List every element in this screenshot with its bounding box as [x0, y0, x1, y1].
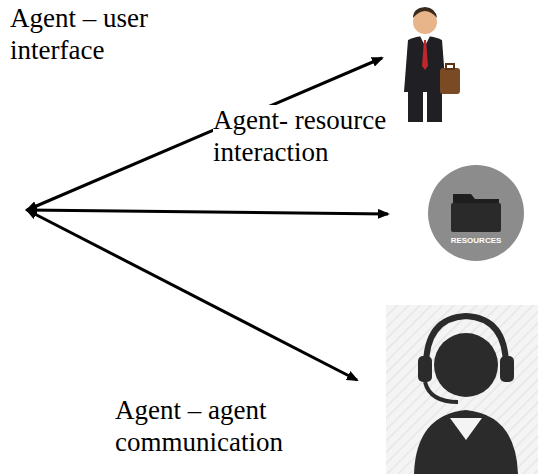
- double-arrow: [27, 210, 357, 380]
- connection-label: Agent- resource interaction: [213, 104, 418, 168]
- double-arrow: [27, 210, 388, 214]
- icon-panel: [386, 305, 538, 474]
- label-text: Agent – user interface: [10, 3, 148, 65]
- arrows: [27, 58, 388, 380]
- connection-label: Agent – agent communication: [115, 394, 325, 458]
- connection-label: Agent – user interface: [10, 2, 185, 66]
- resources-icon: RESOURCES: [427, 164, 525, 262]
- businessman-icon: [404, 7, 460, 122]
- icon-circle: [427, 164, 525, 262]
- label-text: Agent – agent communication: [115, 395, 283, 457]
- label-text: Agent- resource interaction: [213, 105, 386, 167]
- icon-caption: RESOURCES: [427, 236, 525, 245]
- headset-person-icon: [414, 316, 518, 474]
